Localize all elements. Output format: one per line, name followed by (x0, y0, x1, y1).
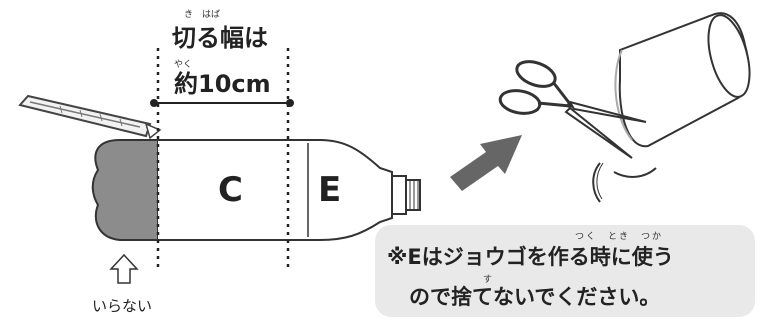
right-arrow-icon (450, 135, 522, 191)
note-line1: ※Eはジョウゴを作る時に使う (387, 245, 674, 269)
note-line2-ruby: す (483, 275, 493, 285)
note-line1-ruby: つく とき つか (575, 232, 664, 242)
note-line2: ので捨てないでください。 (409, 285, 661, 309)
up-arrow-icon (109, 253, 139, 284)
scissors-icon (498, 60, 647, 159)
bottle-body (158, 139, 421, 241)
note-box: つく とき つか ※Eはジョウゴを作る時に使う す ので捨てないでください。 (375, 225, 755, 317)
cutter-knife-icon (18, 94, 162, 140)
title-ruby: き はば (184, 10, 221, 20)
part-e-label: E (318, 170, 342, 210)
cut-strips (592, 162, 657, 203)
width-dimension (150, 99, 294, 107)
width-ruby: やく (174, 60, 193, 70)
part-c-label: C (218, 170, 243, 210)
bottle-bottom-section (91, 139, 159, 241)
cut-width-title: 切る幅は (172, 24, 268, 52)
not-needed-label: いらない (92, 297, 153, 315)
cut-bottle-piece (614, 12, 751, 148)
width-value: 約10cm (174, 70, 271, 98)
